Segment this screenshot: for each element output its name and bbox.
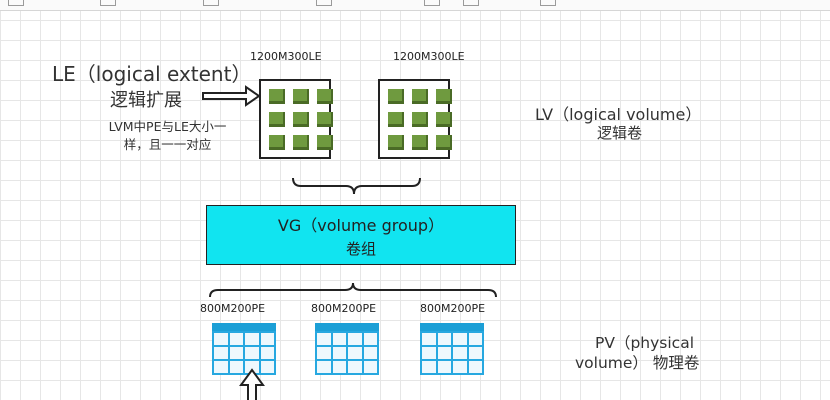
vg-subtitle: 卷组 bbox=[345, 239, 376, 258]
lv-box-label: 1200M300LE bbox=[250, 50, 322, 63]
le-arrow bbox=[202, 85, 261, 107]
le-subtitle: 逻辑扩展 bbox=[110, 90, 182, 111]
le-block bbox=[388, 89, 404, 104]
pv-table-header bbox=[315, 323, 379, 331]
pv-table-body bbox=[420, 331, 484, 375]
pv-table-body bbox=[315, 331, 379, 375]
pv-table-header bbox=[420, 323, 484, 331]
le-block bbox=[412, 89, 428, 104]
toolbar-icon[interactable] bbox=[203, 0, 219, 6]
toolbar-icon[interactable] bbox=[316, 0, 332, 6]
toolbar-icon[interactable] bbox=[463, 0, 479, 6]
le-block bbox=[436, 112, 452, 127]
pv-subtitle: volume） 物理卷 bbox=[575, 354, 700, 372]
le-block bbox=[293, 112, 309, 127]
le-title: LE（logical extent） bbox=[52, 62, 252, 86]
le-block bbox=[317, 89, 333, 104]
le-block bbox=[388, 135, 404, 150]
le-block bbox=[269, 89, 285, 104]
le-block bbox=[293, 135, 309, 150]
le-block bbox=[436, 135, 452, 150]
pv-brace bbox=[209, 282, 497, 298]
le-block bbox=[269, 135, 285, 150]
le-block bbox=[317, 135, 333, 150]
le-block bbox=[412, 135, 428, 150]
pe-arrow bbox=[239, 368, 265, 400]
lv-box[interactable] bbox=[378, 79, 452, 159]
le-block bbox=[412, 112, 428, 127]
pv-table-icon[interactable] bbox=[315, 323, 379, 375]
vg-box[interactable]: VG（volume group） 卷组 bbox=[206, 205, 516, 265]
pv-table-body bbox=[212, 331, 276, 375]
toolbar-icon[interactable] bbox=[540, 0, 556, 6]
le-block bbox=[293, 89, 309, 104]
le-block bbox=[388, 112, 404, 127]
le-note: LVM中PE与LE大小一样，且一一对应 bbox=[108, 119, 227, 152]
vg-title: VG（volume group） bbox=[277, 215, 445, 235]
lv-subtitle: 逻辑卷 bbox=[597, 124, 643, 142]
toolbar-icon[interactable] bbox=[100, 0, 116, 6]
lv-box-label: 1200M300LE bbox=[393, 50, 465, 63]
pv-table-header bbox=[212, 323, 276, 331]
lv-box[interactable] bbox=[259, 79, 333, 159]
pv-title: PV（physical bbox=[595, 334, 694, 352]
pv-table-label: 800M200PE bbox=[311, 302, 377, 315]
toolbar-icon[interactable] bbox=[424, 0, 440, 6]
toolbar-icon[interactable] bbox=[8, 0, 24, 6]
toolbar-strip bbox=[0, 0, 830, 11]
le-block bbox=[317, 112, 333, 127]
pv-table-icon[interactable] bbox=[212, 323, 276, 375]
le-block bbox=[269, 112, 285, 127]
lv-title: LV（logical volume） bbox=[535, 105, 702, 124]
pv-table-label: 800M200PE bbox=[420, 302, 486, 315]
lv-brace bbox=[292, 177, 421, 195]
le-block bbox=[436, 89, 452, 104]
pv-table-label: 800M200PE bbox=[200, 302, 266, 315]
pv-table-icon[interactable] bbox=[420, 323, 484, 375]
